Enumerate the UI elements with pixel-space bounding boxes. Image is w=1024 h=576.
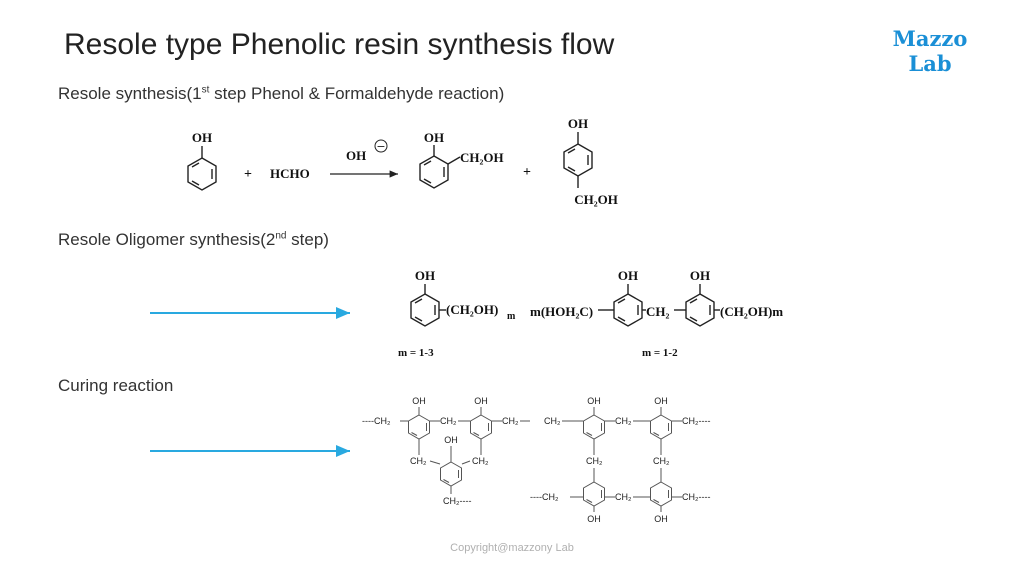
- net-ch2-7: CH₂: [586, 456, 603, 466]
- step1-prefix: Resole synthesis(1: [58, 84, 202, 103]
- net-ch2-dash-l1: ----CH₂: [362, 416, 391, 426]
- step2-suffix: step): [286, 230, 329, 249]
- plus-sign-2: +: [523, 165, 531, 180]
- step2-sup: nd: [275, 230, 287, 242]
- phenol-oh-label: OH: [192, 130, 212, 145]
- net-oh-2: OH: [474, 396, 488, 406]
- charge-symbol: −: [376, 140, 385, 153]
- net-ch2-2: CH₂: [502, 416, 519, 426]
- catalyst-oh-label: OH: [346, 148, 366, 163]
- net-oh-5: OH: [654, 396, 668, 406]
- copyright-notice: Copyright@mazzony Lab: [450, 542, 574, 554]
- net-oh-6: OH: [587, 514, 601, 524]
- net-ch2-dash-l2: ----CH₂: [530, 492, 559, 502]
- cured-network-structure: ----CH₂ OH CH₂ OH CH₂ CH₂ CH₂ OH CH₂----…: [362, 396, 710, 524]
- ortho-methylolphenol-structure: OH CH₂OH: [419, 130, 504, 189]
- hcho-label: HCHO: [270, 166, 310, 181]
- net-ch2-4: CH₂: [472, 456, 489, 466]
- para-methylolphenol-structure: OH CH₂OH: [563, 116, 618, 207]
- mono-m-range: m = 1-3: [398, 347, 434, 359]
- product2-ch2oh-label: CH₂OH: [574, 192, 618, 207]
- net-ch2-9: CH₂: [615, 492, 632, 502]
- logo-line-2: Lab: [908, 51, 952, 76]
- logo-line-1: Mazzo: [892, 26, 968, 51]
- step1-heading: Resole synthesis(1st step Phenol & Forma…: [58, 84, 504, 104]
- page-title: Resole type Phenolic resin synthesis flo…: [64, 28, 615, 61]
- net-ch2-1: CH₂: [440, 416, 457, 426]
- net-ch2-dash-r1: CH₂----: [682, 416, 710, 426]
- net-ch2-3: CH₂: [410, 456, 427, 466]
- dimer-oh2-label: OH: [690, 268, 710, 283]
- net-oh-1: OH: [412, 396, 426, 406]
- negative-charge-icon: [374, 139, 388, 153]
- net-oh-4: OH: [587, 396, 601, 406]
- step3-heading: Curing reaction: [58, 376, 174, 395]
- mono-ch2oh-label: (CH₂OH): [446, 302, 498, 317]
- product1-oh-label: OH: [424, 130, 444, 145]
- mazzo-lab-logo: Mazzo Lab: [884, 26, 976, 76]
- step1-sup: st: [201, 84, 210, 96]
- net-oh-7: OH: [654, 514, 668, 524]
- step2-prefix: Resole Oligomer synthesis(2: [58, 230, 276, 249]
- mono-oh-label: OH: [415, 268, 435, 283]
- net-ch2-5: CH₂: [544, 416, 561, 426]
- dimer-right-group: (CH₂OH)m: [720, 304, 783, 319]
- phenol-structure: OH: [187, 130, 217, 191]
- net-oh-3: OH: [444, 435, 458, 445]
- net-ch2-dash-r2: CH₂----: [682, 492, 710, 502]
- product2-oh-label: OH: [568, 116, 588, 131]
- dimer-left-group: m(HOH₂C): [530, 304, 593, 319]
- plus-sign-1: +: [244, 167, 252, 182]
- step2-heading: Resole Oligomer synthesis(2nd step): [58, 230, 329, 250]
- methylolphenol-oligomer-structure: OH (CH₂OH) m m = 1-3: [398, 268, 516, 359]
- step1-suffix: step Phenol & Formaldehyde reaction): [209, 84, 505, 103]
- net-ch2-dash-b1: CH₂----: [443, 496, 471, 506]
- net-ch2-6: CH₂: [615, 416, 632, 426]
- dimer-bridge-ch2: CH₂: [646, 304, 670, 319]
- dimer-oh1-label: OH: [618, 268, 638, 283]
- dimer-m-range: m = 1-2: [642, 347, 678, 359]
- dimer-structure: m(HOH₂C) OH CH₂ OH (CH₂OH)m m = 1-2: [530, 268, 783, 359]
- product1-ch2oh-label: CH₂OH: [460, 150, 504, 165]
- net-ch2-8: CH₂: [653, 456, 670, 466]
- mono-sub-m: m: [507, 311, 516, 322]
